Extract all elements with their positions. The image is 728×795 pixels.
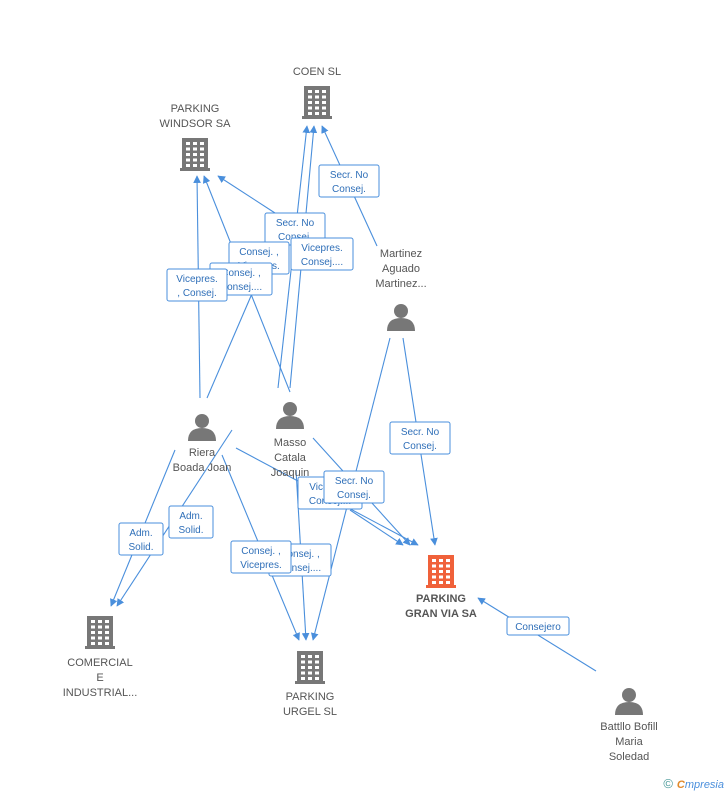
relation-text: Vicepres. [301, 243, 343, 254]
relation-text: Consej. [337, 490, 371, 501]
person-icon [276, 402, 304, 429]
node-label: E [96, 672, 103, 684]
relation-text: Consej.... [279, 563, 321, 574]
relation-text: Vicepres. [176, 274, 218, 285]
node-label: COEN SL [293, 66, 341, 78]
relation-label[interactable]: Secr. No Consej. [318, 164, 380, 198]
relation-text: , Consej. [177, 288, 216, 299]
node-label: GRAN VIA SA [405, 608, 477, 620]
building-icon [426, 555, 456, 588]
relation-text: Consej.... [301, 257, 343, 268]
node-martinez[interactable]: MartinezAguadoMartinez... [375, 248, 427, 331]
relation-box [168, 505, 214, 539]
building-icon [302, 86, 332, 119]
relation-text: Solid. [178, 525, 203, 536]
relation-text: Adm. [129, 528, 152, 539]
node-comercial[interactable]: COMERCIAL E INDUSTRIAL... [63, 616, 138, 699]
node-label: Soledad [609, 751, 649, 763]
node-label: Joaquin [271, 467, 310, 479]
node-label: Boada Joan [173, 462, 232, 474]
building-icon [85, 616, 115, 649]
copyright-icon: © [663, 776, 673, 791]
person-icon [387, 304, 415, 331]
relation-text: Consejero [515, 622, 561, 633]
relation-text: Secr. No [276, 218, 315, 229]
relation-box [166, 268, 228, 302]
node-label: Catala [274, 452, 307, 464]
relation-text: Consej. , [280, 549, 319, 560]
relation-label[interactable]: Secr. No Consej. [323, 470, 385, 504]
node-windsor[interactable]: PARKING WINDSOR SA [160, 103, 232, 171]
person-icon [615, 688, 643, 715]
node-label: Martinez [380, 248, 422, 260]
relation-text: Vicepres. [240, 560, 282, 571]
relation-text: Secr. No [401, 427, 440, 438]
node-label: INDUSTRIAL... [63, 687, 138, 699]
node-label: Martinez... [375, 278, 426, 290]
relation-text: Consej. [332, 184, 366, 195]
relation-box [323, 470, 385, 504]
relation-label[interactable]: Secr. No Consej. [389, 421, 451, 455]
relation-text: Solid. [128, 542, 153, 553]
edges-layer [110, 125, 597, 672]
node-label: WINDSOR SA [160, 118, 232, 130]
relation-text: Secr. No [330, 170, 369, 181]
relation-text: Consej. [403, 441, 437, 452]
building-icon [295, 651, 325, 684]
edge-line [217, 175, 276, 214]
node-urgel[interactable]: PARKING URGEL SL [283, 651, 337, 718]
relation-label[interactable]: Vicepres. , Consej. [166, 268, 228, 302]
node-label: PARKING [286, 691, 335, 703]
relation-text: Consej. , [221, 268, 260, 279]
node-granvia[interactable]: PARKING GRAN VIA SA [405, 555, 477, 620]
relation-box [230, 540, 292, 574]
relation-text: Adm. [179, 511, 202, 522]
relation-label[interactable]: Adm. Solid. [168, 505, 214, 539]
node-label: Riera [189, 447, 216, 459]
node-label: COMERCIAL [67, 657, 132, 669]
relation-box [318, 164, 380, 198]
node-label: Aguado [382, 263, 420, 275]
footer-brand[interactable]: ©Cmpresia [663, 776, 724, 791]
node-label: Maria [615, 736, 643, 748]
relation-box [389, 421, 451, 455]
relation-text: Consej.... [220, 282, 262, 293]
node-label: Battllo Bofill [600, 721, 657, 733]
node-label: PARKING [416, 593, 466, 605]
relation-text: Consej. , [239, 247, 278, 258]
node-label: PARKING [171, 103, 220, 115]
building-icon [180, 138, 210, 171]
node-coen[interactable]: COEN SL [293, 66, 341, 119]
relation-text: Secr. No [335, 476, 374, 487]
relation-label[interactable]: Vicepres. Consej.... [290, 237, 354, 271]
relation-box [290, 237, 354, 271]
relation-label[interactable]: Consejero [506, 616, 570, 636]
brand-logo: Cmpresia [676, 779, 724, 791]
node-label: URGEL SL [283, 706, 337, 718]
edge-line [349, 509, 404, 546]
node-label: Masso [274, 437, 306, 449]
relation-label[interactable]: Consej. , Vicepres. [230, 540, 292, 574]
relation-box [118, 522, 164, 556]
relation-text: Consej. , [241, 546, 280, 557]
relation-label[interactable]: Adm. Solid. [118, 522, 164, 556]
person-icon [188, 414, 216, 441]
relation-box [506, 616, 570, 636]
